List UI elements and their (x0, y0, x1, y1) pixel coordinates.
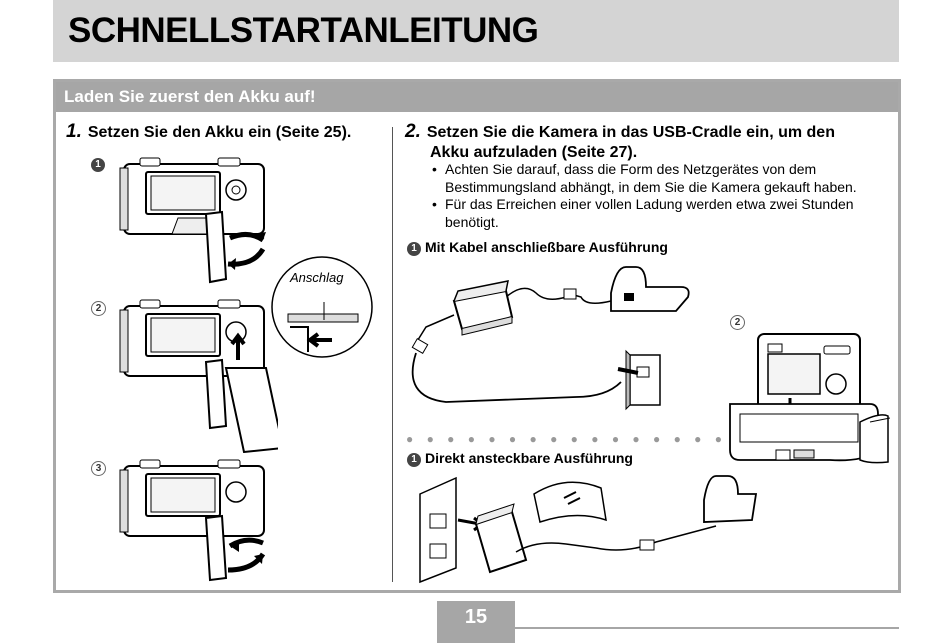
option-plug-type: 1 Direkt ansteckbare Ausführung (407, 450, 633, 467)
note-text-line2: Bestimmungsland abhängt, in dem Sie die … (445, 178, 857, 195)
page-title: SCHNELLSTARTANLEITUNG (68, 11, 539, 50)
footer-rule (515, 627, 899, 629)
page-number: 15 (464, 606, 488, 628)
content-frame: Laden Sie zuerst den Akku auf! 1. Setzen … (53, 79, 901, 593)
figure-badge-cradle: 2 (730, 315, 745, 330)
bullet-icon: • (432, 161, 437, 177)
note-text-line1: Achten Sie darauf, dass die Form des Net… (445, 161, 817, 177)
option-badge: 1 (407, 242, 421, 256)
step2-text-line2: Akku aufzuladen (Seite 27). (430, 144, 638, 161)
camera-illustration-3 (119, 459, 266, 582)
bullet-icon: • (432, 196, 437, 212)
note-text-line1: Für das Erreichen einer vollen Ladung we… (445, 196, 854, 212)
note-item: • Für das Erreichen einer vollen Ladung … (430, 196, 857, 231)
option-label: Direkt ansteckbare Ausführung (425, 450, 633, 466)
camera-illustration-1 (119, 157, 266, 284)
page-number-box: 15 (437, 601, 515, 643)
step1-number: 1. (66, 121, 82, 142)
callout-label: Anschlag (290, 270, 344, 285)
callout-circle (271, 256, 373, 358)
column-divider (392, 127, 393, 582)
section-title: Laden Sie zuerst den Akku auf! (64, 87, 316, 106)
separator-dots: ● ● ● ● ● ● ● ● ● ● ● ● ● ● ● ● ● ● ● ● (406, 432, 810, 446)
step2-heading: 2. Setzen Sie die Kamera in das USB-Cradl… (405, 122, 835, 163)
section-header: Laden Sie zuerst den Akku auf! (56, 82, 898, 112)
step2-number: 2. (405, 121, 421, 142)
title-bar: SCHNELLSTARTANLEITUNG (53, 0, 899, 62)
figure-badge-2: 2 (91, 301, 106, 316)
step2-text-line1: Setzen Sie die Kamera in das USB-Cradle … (426, 124, 835, 141)
note-text-line2: benötigt. (445, 213, 499, 230)
step1-heading: 1. Setzen Sie den Akku ein (Seite 25). (66, 122, 351, 143)
step2-notes: • Achten Sie darauf, dass die Form des N… (430, 161, 857, 231)
option-cable-type: 1 Mit Kabel anschließbare Ausführung (407, 239, 668, 256)
option-badge: 1 (407, 453, 421, 467)
camera-on-cradle-illustration (729, 333, 890, 464)
note-item: • Achten Sie darauf, dass die Form des N… (430, 161, 857, 196)
plug-adapter-illustration (419, 475, 758, 584)
figure-badge-1: 1 (91, 158, 105, 172)
figure-badge-3: 3 (91, 461, 106, 476)
camera-illustration-2 (119, 299, 278, 453)
option-label: Mit Kabel anschließbare Ausführung (425, 239, 668, 255)
step1-text: Setzen Sie den Akku ein (Seite 25). (87, 124, 352, 141)
cable-adapter-illustration (411, 266, 690, 411)
